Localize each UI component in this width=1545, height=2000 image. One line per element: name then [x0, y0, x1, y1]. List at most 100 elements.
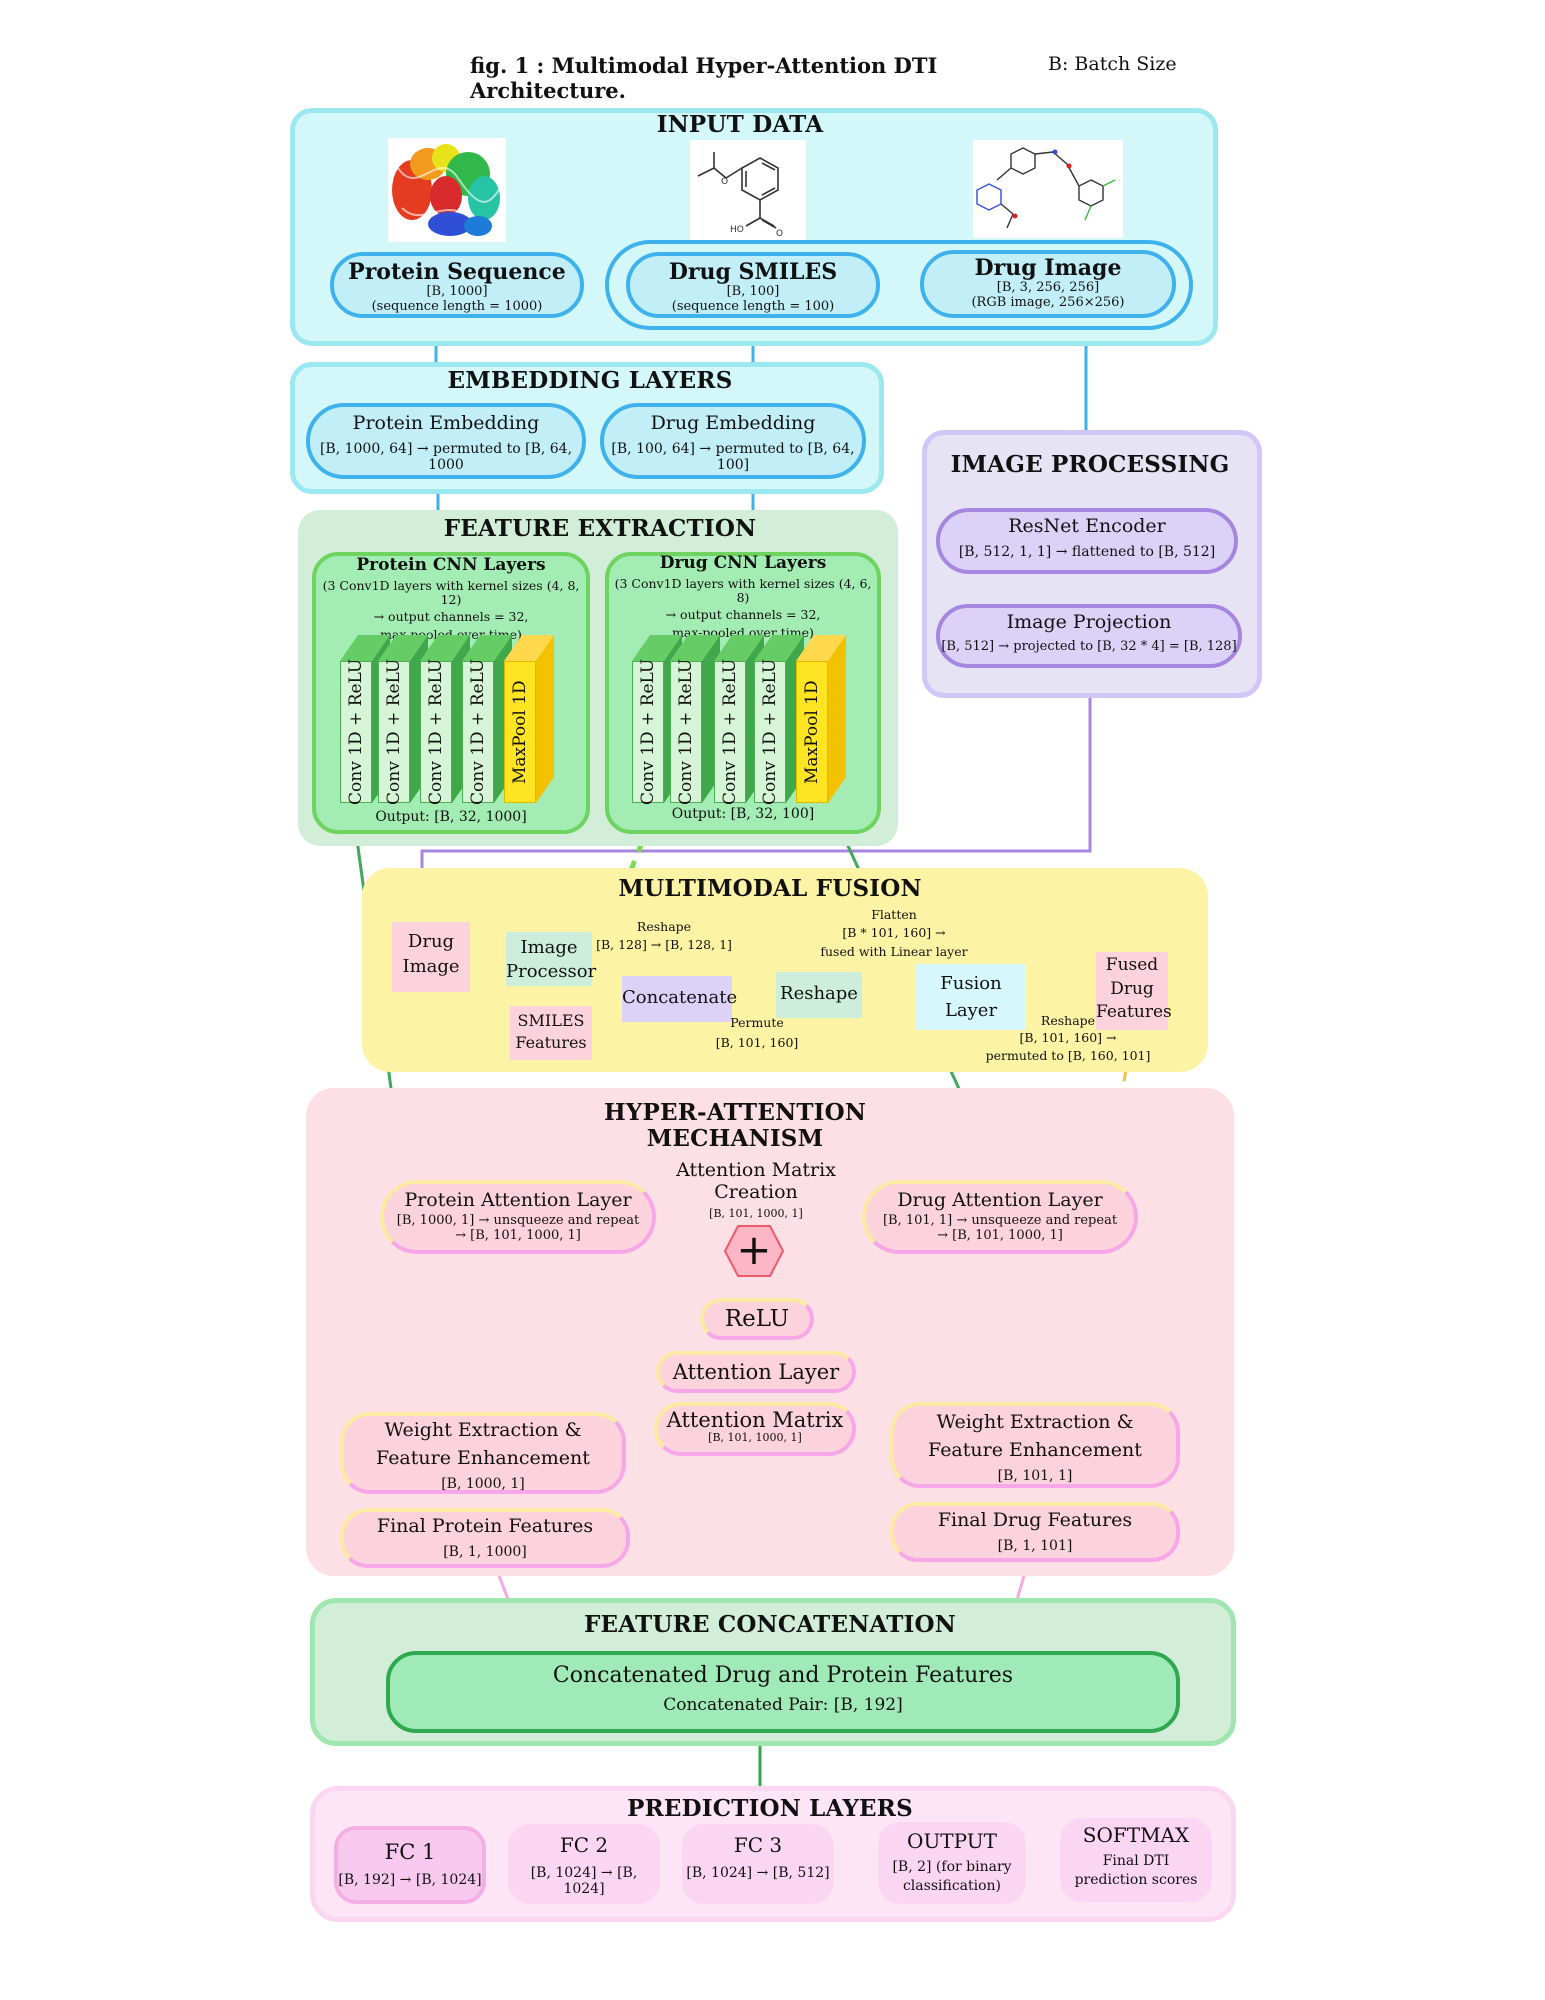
fusion-flatten-note-l3: fused with Linear layer — [820, 943, 968, 959]
weight-extraction-drug-node: Weight Extraction & Feature Enhancement … — [890, 1402, 1180, 1488]
protein-conv-label-3: Conv 1D + ReLU — [426, 658, 446, 806]
fusion-smiles-features-l2: Features — [515, 1033, 587, 1053]
drug-cnn-stack: Conv 1D + ReLU Conv 1D + ReLU Conv 1D + … — [632, 635, 872, 805]
fusion-flatten-note: Flatten [B * 101, 160] → fused with Line… — [800, 907, 988, 959]
input-data-title: INPUT DATA — [656, 111, 824, 138]
fusion-drug-image-l2: Image — [402, 955, 460, 977]
embedding-layers-title: EMBEDDING LAYERS — [447, 367, 733, 394]
fusion-reshape-note: Reshape [B, 128] → [B, 128, 1] — [596, 919, 732, 953]
drug-conv-label-2: Conv 1D + ReLU — [676, 658, 696, 806]
drug-inputs-group — [605, 240, 1193, 330]
fusion-reshape2-note-l1: Reshape — [1040, 1013, 1096, 1028]
fusion-flatten-note-l1: Flatten — [871, 907, 917, 922]
drug-image-shape: [B, 3, 256, 256] — [996, 280, 1100, 296]
attention-layer-label: Attention Layer — [672, 1360, 840, 1384]
fusion-image-processor-l2: Processor — [506, 960, 597, 982]
fc3-node: FC 3 [B, 1024] → [B, 512] — [682, 1824, 834, 1904]
molecule-o2-label: O — [776, 229, 783, 239]
drug-smiles-detail: (sequence length = 100) — [671, 299, 835, 315]
matrix-creation-l1: Attention Matrix — [676, 1159, 836, 1181]
output-l1: [B, 2] (for binary — [892, 1859, 1012, 1875]
fc2-name: FC 2 — [559, 1833, 609, 1857]
concatenated-features-node: Concatenated Drug and Protein Features C… — [386, 1651, 1180, 1733]
fusion-image-processor-node: Image Processor — [506, 932, 597, 986]
fusion-permute-note-l1: Permute — [730, 1015, 784, 1030]
fusion-fused-features-node: Fused Drug Features — [1096, 952, 1172, 1030]
plus-hexagon — [723, 1225, 785, 1277]
drug-smiles-shape: [B, 100] — [726, 284, 780, 300]
drug-smiles-node: Drug SMILES [B, 100] (sequence length = … — [626, 252, 880, 318]
protein-cnn-header: Protein CNN Layers (3 Conv1D layers with… — [316, 555, 586, 642]
protein-attention-layer-node: Protein Attention Layer [B, 1000, 1] → u… — [380, 1180, 656, 1254]
drug-cnn-output: Output: [B, 32, 100] — [671, 806, 815, 822]
output-l2: classification) — [902, 1878, 1002, 1895]
fusion-concatenate-node: Concatenate — [622, 976, 737, 1022]
weight-drug-l1: Weight Extraction & — [936, 1411, 1134, 1433]
fusion-flatten-note-l2: [B * 101, 160] → — [842, 925, 946, 941]
drug-cnn-name: Drug CNN Layers — [659, 553, 827, 573]
drug-cnn-line1: (3 Conv1D layers with kernel sizes (4, 6… — [614, 575, 872, 605]
protein-cnn-line2: → output channels = 32, — [373, 609, 529, 625]
fusion-reshape-label: Reshape — [780, 983, 858, 1004]
protein-cnn-name: Protein CNN Layers — [356, 555, 546, 575]
softmax-node: SOFTMAX Final DTI prediction scores — [1060, 1818, 1212, 1902]
plus-operator: + — [736, 1225, 772, 1274]
drug-cnn-header: Drug CNN Layers (3 Conv1D layers with ke… — [609, 553, 877, 640]
batch-size-note: B: Batch Size — [1048, 53, 1208, 83]
protein-attention-name: Protein Attention Layer — [404, 1189, 632, 1211]
fusion-fused-l2: Drug — [1110, 978, 1154, 999]
fusion-image-processor-l1: Image — [520, 937, 578, 958]
multimodal-fusion-panel — [362, 868, 1208, 1072]
image-projection-name: Image Projection — [1006, 611, 1172, 633]
weight-protein-l1: Weight Extraction & — [384, 1419, 582, 1441]
image-processing-title: IMAGE PROCESSING — [950, 451, 1230, 478]
drug-maxpool-label: MaxPool 1D — [802, 680, 822, 784]
molecule-o-label: O — [721, 177, 728, 187]
matrix-creation-l2: Creation — [714, 1180, 798, 1203]
protein-embedding-name: Protein Embedding — [352, 412, 540, 434]
drug-image-node: Drug Image [B, 3, 256, 256] (RGB image, … — [920, 250, 1176, 318]
protein-sequence-shape: [B, 1000] — [426, 284, 488, 300]
smiles-molecule-image: O HO O — [690, 140, 806, 240]
batch-size-note-text: B: Batch Size — [1048, 53, 1177, 75]
protein-attention-l1: [B, 1000, 1] → unsqueeze and repeat — [396, 1212, 640, 1228]
protein-sequence-node: Protein Sequence [B, 1000] (sequence len… — [330, 252, 584, 318]
attention-matrix-creation-label: Attention Matrix Creation [B, 101, 1000,… — [666, 1159, 846, 1220]
weight-drug-shape: [B, 101, 1] — [997, 1467, 1073, 1484]
protein-attention-l2: → [B, 101, 1000, 1] — [455, 1227, 581, 1243]
attention-matrix-node: Attention Matrix [B, 101, 1000, 1] — [654, 1402, 856, 1456]
drug-attention-l1: [B, 101, 1] → unsqueeze and repeat — [882, 1212, 1118, 1228]
final-drug-features-node: Final Drug Features [B, 1, 101] — [890, 1502, 1180, 1562]
softmax-name: SOFTMAX — [1082, 1823, 1190, 1847]
fusion-reshape2-note: Reshape [B, 101, 160] → permuted to [B, … — [976, 1013, 1160, 1063]
protein-embedding-node: Protein Embedding [B, 1000, 64] → permut… — [306, 403, 586, 479]
fusion-smiles-features-l1: SMILES — [517, 1011, 585, 1030]
fusion-layer-l2: Layer — [944, 999, 998, 1021]
drug-image-molecule — [973, 140, 1123, 238]
drug-smiles-name: Drug SMILES — [668, 259, 838, 285]
weight-drug-l2: Feature Enhancement — [928, 1438, 1142, 1461]
fusion-concatenate-label: Concatenate — [622, 987, 738, 1008]
drug-embedding-node: Drug Embedding [B, 100, 64] → permuted t… — [600, 403, 866, 479]
fusion-reshape2-note-l3: permuted to [B, 160, 101] — [985, 1047, 1151, 1063]
fusion-layer-node: Fusion Layer — [916, 964, 1026, 1030]
concatenated-features-name: Concatenated Drug and Protein Features — [552, 1663, 1014, 1688]
fusion-reshape-note-l2: [B, 128] → [B, 128, 1] — [596, 937, 732, 953]
fusion-reshape2-note-l2: [B, 101, 160] → — [1019, 1030, 1117, 1046]
image-projection-shape: [B, 512] → projected to [B, 32 * 4] = [B… — [941, 638, 1237, 654]
protein-embedding-shape: [B, 1000, 64] → permuted to [B, 64, 1000 — [319, 440, 573, 473]
drug-conv-label-4: Conv 1D + ReLU — [760, 658, 780, 806]
feature-concatenation-title: FEATURE CONCATENATION — [584, 1611, 956, 1638]
fusion-layer-l1: Fusion — [940, 973, 1002, 994]
weight-protein-l2: Feature Enhancement — [376, 1446, 590, 1469]
protein-sequence-detail: (sequence length = 1000) — [371, 299, 543, 315]
fusion-fused-l1: Fused — [1105, 955, 1159, 975]
fc1-node: FC 1 [B, 192] → [B, 1024] — [334, 1826, 486, 1904]
fusion-drug-image-node: Drug Image — [392, 922, 470, 992]
output-name: OUTPUT — [907, 1829, 997, 1853]
resnet-encoder-shape: [B, 512, 1, 1] → flattened to [B, 512] — [958, 543, 1216, 560]
figure-title-text: fig. 1 : Multimodal Hyper-Attention DTI … — [470, 53, 938, 103]
attention-layer-node: Attention Layer — [656, 1351, 856, 1393]
weight-extraction-protein-node: Weight Extraction & Feature Enhancement … — [340, 1412, 626, 1494]
multimodal-fusion-title: MULTIMODAL FUSION — [618, 875, 922, 902]
